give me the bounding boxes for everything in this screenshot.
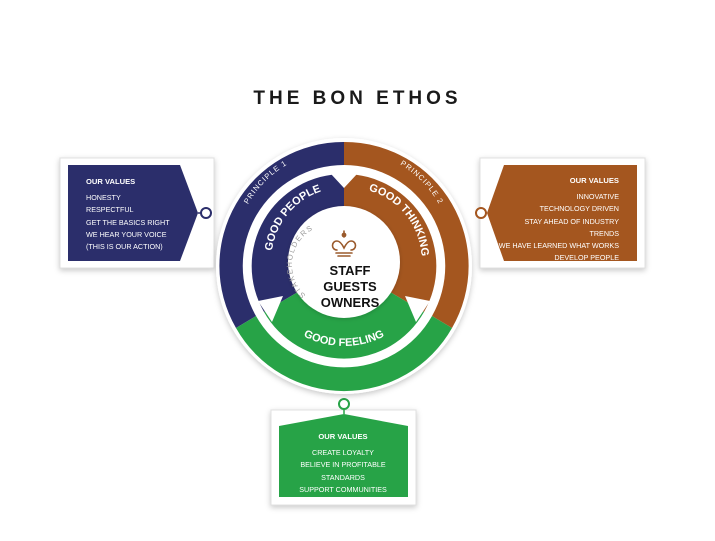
center-line-staff: STAFF (329, 263, 371, 278)
card-bottom (270, 398, 417, 506)
card-bottom-text: OUR VALUES CREATE LOYALTY BELIEVE IN PRO… (278, 431, 408, 508)
crest-icon (331, 230, 357, 257)
card-bottom-item: BELIEVE IN PROFITABLE STANDARDS (300, 460, 386, 482)
card-left-item: GET THE BASICS RIGHT (86, 217, 170, 227)
center-hub (288, 206, 400, 318)
card-right-item: STAY AHEAD OF INDUSTRY TRENDS (524, 216, 619, 238)
card-left-panel (68, 165, 198, 261)
card-right-item: DEVELOP PEOPLE (554, 253, 619, 263)
card-right-item: TECHNOLOGY DRIVEN (539, 204, 619, 214)
outer-ring-green (236, 316, 452, 392)
card-right-heading: OUR VALUES (569, 176, 619, 185)
segment-good-feeling (264, 289, 424, 359)
card-left-item: HONESTY (86, 193, 121, 203)
ethos-wheel (216, 138, 472, 394)
connector-dot-bottom (338, 398, 350, 410)
card-bottom-panel (279, 414, 408, 497)
card-bottom-item: BUILD LASTING RELATIONSHIPS (286, 497, 400, 507)
card-right-item: INNOVATIVE (576, 192, 619, 202)
card-left-text: OUR VALUES HONESTY RESPECTFUL GET THE BA… (86, 176, 196, 253)
card-bottom-heading: OUR VALUES (318, 432, 368, 441)
card-left (59, 157, 215, 269)
card-right-item: WE HAVE LEARNED WHAT WORKS (498, 241, 619, 251)
center-line-owners: OWNERS (320, 295, 380, 310)
outer-ring-principle1 (219, 141, 344, 328)
connector-dot-right (475, 207, 487, 219)
outer-ring-principle2 (344, 141, 469, 328)
center-line-guests: GUESTS (323, 279, 377, 294)
card-left-item: WE HEAR YOUR VOICE (86, 229, 167, 239)
card-right (475, 157, 646, 269)
card-left-item: (THIS IS OUR ACTION) (86, 242, 163, 252)
card-bottom-item: CREATE LOYALTY (312, 448, 374, 458)
page-title: THE BON ETHOS (253, 88, 462, 109)
card-left-item: RESPECTFUL (86, 205, 134, 215)
connector-dot-left (200, 207, 212, 219)
card-right-panel (487, 165, 637, 261)
card-bottom-item: SUPPORT COMMUNITIES (299, 484, 387, 494)
card-right-text: OUR VALUES INNOVATIVE TECHNOLOGY DRIVEN … (498, 175, 619, 264)
card-left-heading: OUR VALUES (86, 177, 136, 186)
